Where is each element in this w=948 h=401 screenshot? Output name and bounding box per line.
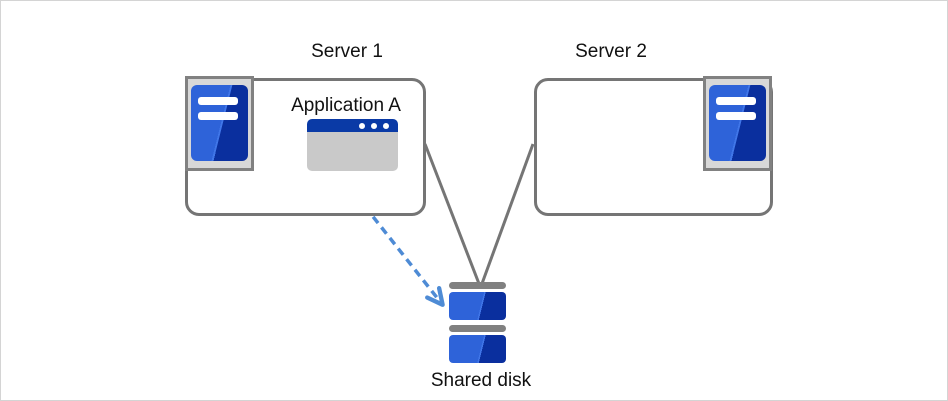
tower-slot	[716, 112, 756, 120]
app-window-titlebar	[307, 119, 398, 132]
app-window-buttons	[359, 122, 389, 129]
server-tower-body	[709, 85, 766, 161]
tower-slot	[716, 97, 756, 105]
connector-server2-to-disk	[480, 143, 535, 286]
tower-slot	[198, 112, 238, 120]
app-window-body	[307, 132, 398, 171]
server-tower-icon	[703, 76, 772, 171]
server1-title: Server 1	[311, 41, 383, 62]
window-dot-icon	[383, 122, 389, 129]
server-tower-body	[191, 85, 248, 161]
disk-stack-icon	[449, 282, 506, 363]
server-tower-icon	[185, 76, 254, 171]
disk-top-bar	[449, 325, 506, 332]
window-dot-icon	[371, 122, 377, 129]
connector-server1-to-disk	[423, 143, 481, 286]
window-dot-icon	[359, 122, 365, 129]
application-a-label: Application A	[291, 95, 401, 116]
disk-platter	[449, 292, 506, 320]
tower-slot	[198, 97, 238, 105]
shared-disk-label: Shared disk	[430, 370, 532, 391]
server2-title: Server 2	[575, 41, 647, 62]
disk-top-bar	[449, 282, 506, 289]
app-window-icon	[307, 119, 398, 171]
disk-platter	[449, 335, 506, 363]
